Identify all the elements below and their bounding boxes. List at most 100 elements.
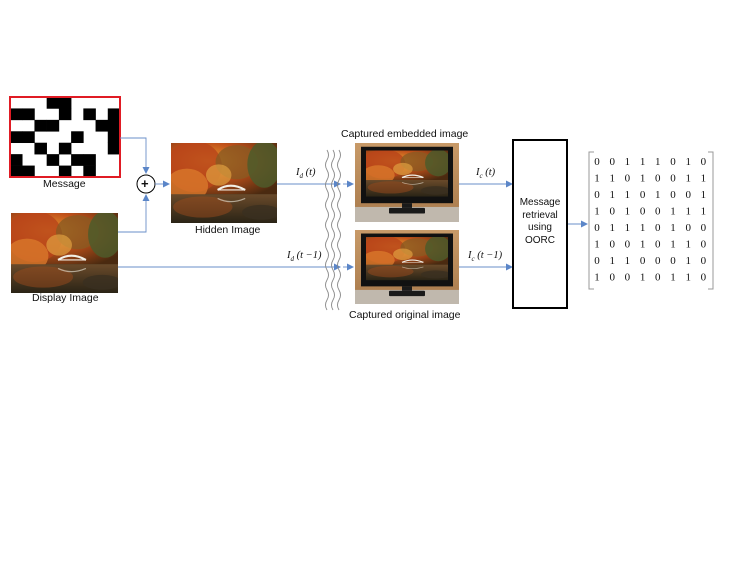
id-t1-arg: (t −1): [296, 250, 322, 261]
matrix-digit: 0: [701, 255, 707, 267]
message-cell: [46, 154, 60, 166]
arrow-display-to-sum: [118, 194, 150, 233]
message-cell: [58, 142, 72, 155]
matrix-digit: 1: [655, 189, 661, 201]
matrix-digit: 0: [625, 173, 631, 185]
matrix-digit: 0: [670, 173, 676, 185]
message-cell: [58, 165, 72, 178]
ic-t1-sub: c: [471, 255, 475, 264]
message-cell: [10, 154, 23, 166]
matrix-digit: 0: [655, 173, 661, 185]
channel-waves: [325, 149, 341, 311]
matrix-digit: 1: [685, 156, 691, 168]
matrix-digit: 0: [609, 272, 615, 284]
matrix-digit: 0: [640, 189, 646, 201]
captured-original-image: [355, 230, 459, 304]
matrix-digit: 0: [594, 222, 600, 234]
message-image: [9, 96, 121, 178]
message-border: [9, 96, 121, 178]
matrix-digit: 0: [655, 222, 661, 234]
ic-t1-arg: (t −1): [477, 250, 503, 261]
message-cell: [46, 119, 60, 132]
matrix-digit: 1: [625, 222, 631, 234]
message-cell: [34, 119, 47, 132]
matrix-digit: 0: [701, 272, 707, 284]
message-cell: [71, 131, 84, 144]
label-id-t1: Id (t −1): [287, 250, 322, 263]
matrix-digit: 1: [640, 239, 646, 251]
matrix-digit: 1: [609, 173, 615, 185]
message-cell: [83, 154, 96, 166]
matrix-digit: 0: [594, 189, 600, 201]
matrix-digit: 0: [625, 272, 631, 284]
matrix-digit: 1: [701, 189, 707, 201]
message-cell: [107, 142, 121, 155]
message-cell: [10, 131, 23, 144]
matrix-digit: 1: [640, 156, 646, 168]
captured-embedded-image: [355, 143, 459, 222]
matrix-digit: 1: [625, 255, 631, 267]
matrix-digit: 0: [594, 156, 600, 168]
message-cell: [83, 165, 96, 178]
matrix-digit: 0: [670, 189, 676, 201]
display-image: [11, 213, 118, 293]
matrix-digit: 1: [625, 156, 631, 168]
label-id-t: Id (t): [296, 167, 316, 180]
matrix-digit: 0: [609, 239, 615, 251]
label-ic-t: Ic (t): [476, 167, 495, 180]
matrix-digit: 1: [609, 222, 615, 234]
matrix-digit: 1: [701, 206, 707, 218]
id-t-arg: (t): [305, 167, 316, 178]
captured-embedded-label: Captured embedded image: [341, 128, 469, 140]
retrieval-line-1: Message: [519, 197, 561, 208]
matrix-brackets: [588, 151, 714, 290]
arrow-message-to-sum: [120, 137, 150, 174]
message-cell: [22, 131, 35, 144]
message-cell: [58, 97, 72, 109]
message-cell: [22, 108, 35, 121]
matrix-digit: 1: [594, 173, 600, 185]
matrix-digit: 0: [594, 255, 600, 267]
message-label: Message: [43, 178, 86, 190]
matrix-digit: 0: [609, 156, 615, 168]
message-cell: [10, 165, 23, 178]
message-cell: [107, 131, 121, 144]
matrix-digit: 1: [685, 272, 691, 284]
retrieval-line-3: using: [528, 222, 552, 233]
matrix-digit: 0: [670, 156, 676, 168]
retrieval-line-4: OORC: [525, 234, 555, 246]
ic-t-sub: c: [479, 172, 483, 181]
hidden-image-label: Hidden Image: [195, 224, 261, 236]
matrix-digit: 1: [655, 156, 661, 168]
matrix-digit: 0: [655, 272, 661, 284]
matrix-digit: 1: [670, 206, 676, 218]
connectors: [118, 137, 588, 271]
matrix-digit: 0: [655, 206, 661, 218]
matrix-digit: 0: [685, 189, 691, 201]
message-cell: [34, 142, 47, 155]
matrix-digit: 0: [640, 255, 646, 267]
message-cell: [107, 119, 121, 132]
message-cell: [46, 97, 60, 109]
matrix-digit: 1: [625, 206, 631, 218]
captured-original-label: Captured original image: [349, 309, 461, 321]
matrix-digit: 0: [685, 222, 691, 234]
hidden-image: [171, 143, 277, 223]
matrix-digit: 1: [609, 189, 615, 201]
matrix-digit: 1: [685, 239, 691, 251]
matrix-digit: 1: [685, 206, 691, 218]
matrix-digit: 1: [670, 239, 676, 251]
matrix-digit: 1: [640, 173, 646, 185]
id-t-base: I: [296, 167, 300, 178]
retrieval-line-2: retrieval: [522, 209, 558, 221]
matrix-digit: 1: [594, 206, 600, 218]
message-cell: [107, 108, 121, 121]
display-image-label: Display Image: [32, 292, 99, 304]
retrieval-text: Message retrieval using OORC: [513, 197, 567, 247]
message-cell: [95, 119, 109, 132]
message-cell: [58, 108, 72, 121]
matrix-digit: 0: [701, 239, 707, 251]
matrix-digit: 1: [670, 222, 676, 234]
matrix-digit: 1: [685, 173, 691, 185]
